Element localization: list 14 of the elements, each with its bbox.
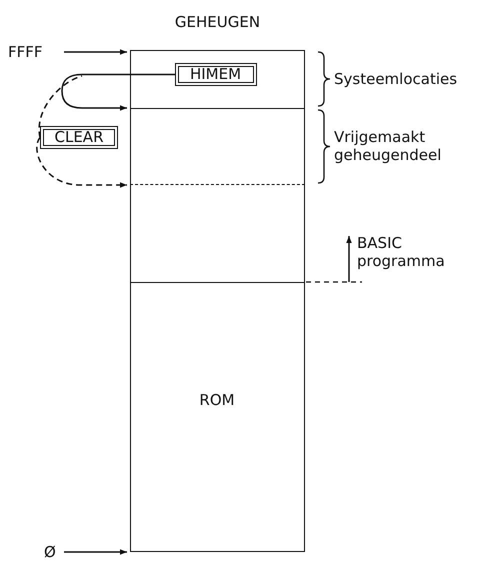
variable-box: CLEAR xyxy=(40,126,118,149)
arrow xyxy=(36,75,128,188)
arrow xyxy=(61,74,175,111)
arrow xyxy=(64,549,127,555)
memory-region xyxy=(130,108,304,184)
annotation-label: Systeemlocaties xyxy=(334,70,458,88)
arrow xyxy=(64,49,127,55)
address-text: FFFF xyxy=(8,43,43,61)
memory-heading: GEHEUGEN xyxy=(174,13,262,31)
variable-box: HIMEM xyxy=(174,62,256,86)
annotation-label: Vrijgemaakt geheugendeel xyxy=(334,128,442,164)
address-text: Ø xyxy=(44,543,56,561)
region-label: ROM xyxy=(198,390,236,408)
annotation-label: BASIC programma xyxy=(357,234,446,270)
